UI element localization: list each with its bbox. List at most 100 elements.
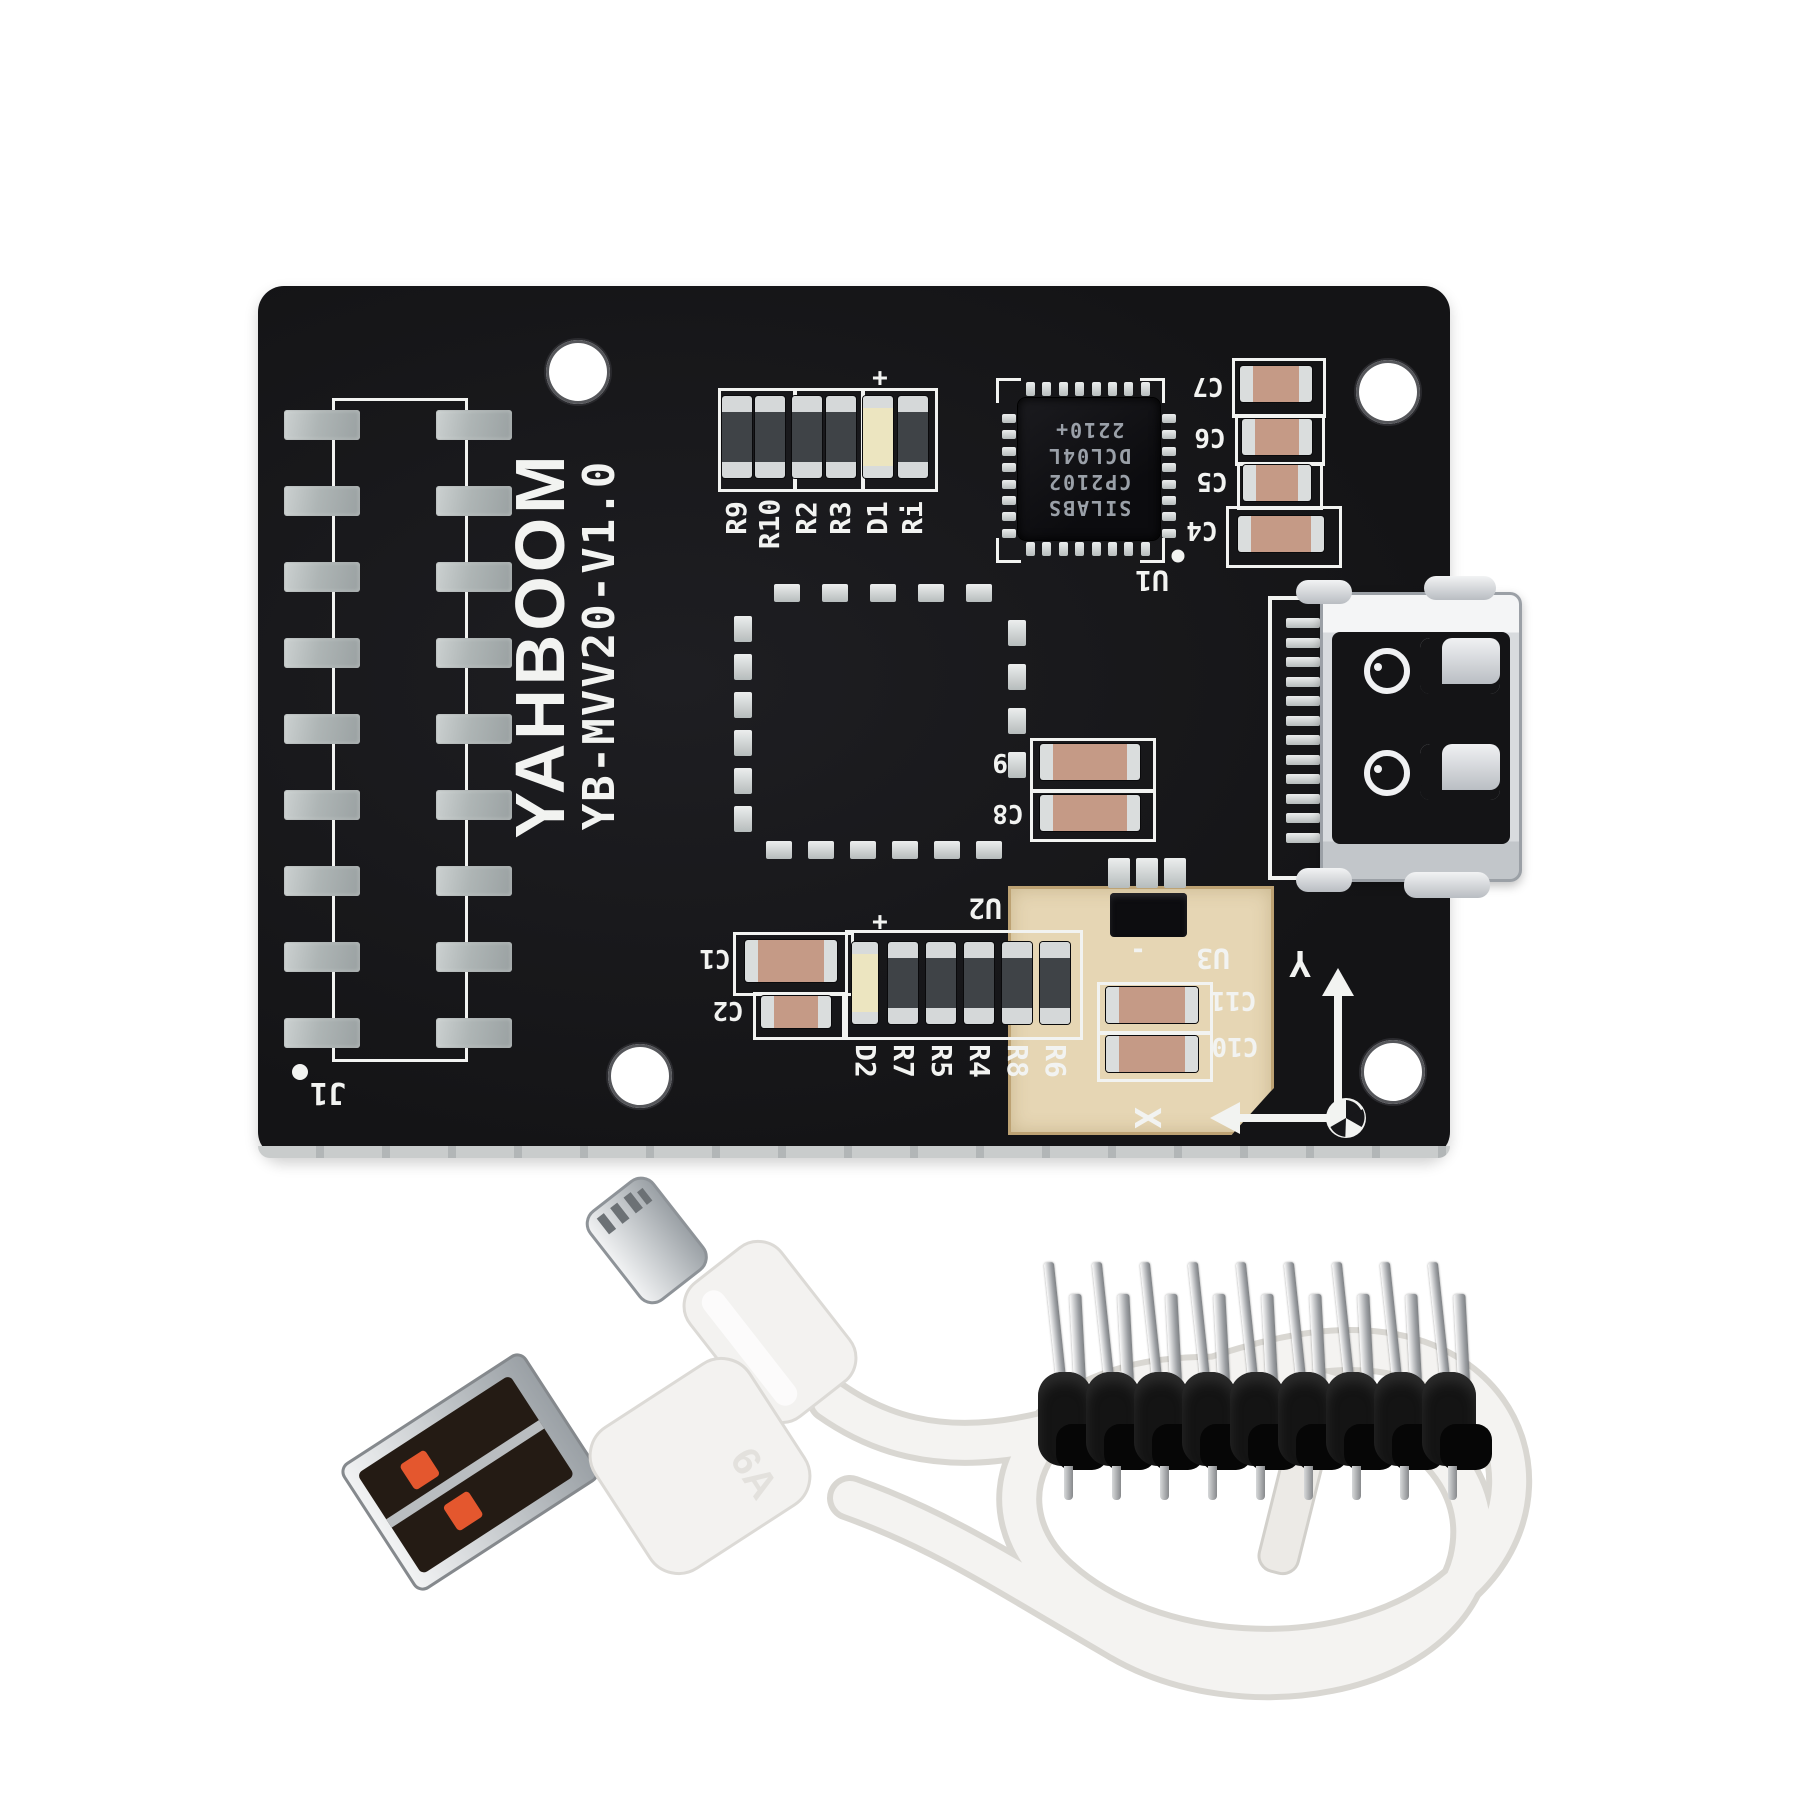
resistor-r7 <box>888 942 918 1024</box>
u2-stub <box>734 730 752 756</box>
label-d1: D1 <box>861 501 894 535</box>
u3-sot23-body <box>1110 893 1187 937</box>
u2-stub <box>734 692 752 718</box>
silkbox-c10 <box>1097 1032 1213 1082</box>
label-c5: C5 <box>1196 466 1228 496</box>
header-pin-tip <box>1160 1466 1169 1500</box>
u2-stub <box>734 654 752 680</box>
u2-stub <box>774 584 800 602</box>
u1-pin <box>1091 382 1101 396</box>
u1-pin <box>1162 479 1176 489</box>
label-r7: R7 <box>887 1044 920 1078</box>
j1-pad <box>436 638 512 668</box>
header-pin-tip <box>1064 1466 1073 1500</box>
u2-stub <box>934 841 960 859</box>
u2-stub <box>734 768 752 794</box>
j1-pad <box>284 486 360 516</box>
resistor-r5 <box>926 942 956 1024</box>
capacitor-c11 <box>1106 987 1198 1023</box>
label-c1: C1 <box>699 943 731 973</box>
u1-pin <box>1002 463 1016 473</box>
u1-pin <box>1058 542 1068 556</box>
label-u1: U1 <box>1135 564 1169 597</box>
j1-pad <box>284 638 360 668</box>
u1-pin <box>1002 512 1016 522</box>
usbc-edge-pin <box>1286 715 1320 726</box>
plus-mark-top: + <box>872 363 888 393</box>
pcb-board: J1 YAHBOOM YB-MVV20-V1.0 + R9 R10 R2 R3 … <box>258 286 1450 1158</box>
u2-stub <box>892 841 918 859</box>
usba-contact-orange <box>443 1491 483 1531</box>
usbc-solder-tab <box>1424 576 1496 600</box>
label-ri: Ri <box>896 501 929 535</box>
u2-stub <box>766 841 792 859</box>
j1-pad <box>284 714 360 744</box>
j1-pad <box>284 866 360 896</box>
u1-pin <box>1124 382 1134 396</box>
j1-pad <box>284 1018 360 1048</box>
u1-pin <box>1108 382 1117 396</box>
u1-pin <box>1075 542 1085 556</box>
label-c7: C7 <box>1192 371 1224 401</box>
u1-pin <box>1002 479 1016 489</box>
header-pin-tip <box>1400 1466 1409 1500</box>
u2-stub <box>1008 708 1026 734</box>
u1-pin <box>1026 382 1035 396</box>
usbc-edge-pin <box>1286 832 1320 843</box>
j1-pad <box>284 410 360 440</box>
header-pin-tip <box>1304 1466 1313 1500</box>
usbc-receptacle <box>1296 576 1522 898</box>
label-c4: C4 <box>1186 515 1218 545</box>
j1-pad <box>436 866 512 896</box>
u1-pin <box>1026 542 1035 556</box>
usba-contact-orange <box>400 1450 440 1490</box>
u3-pad <box>1136 858 1158 888</box>
usbc-solder-tab <box>1296 868 1352 892</box>
label-u2: U2 <box>968 892 1002 925</box>
u2-stub <box>918 584 944 602</box>
usbc-contact-claw <box>1420 744 1500 800</box>
capacitor-c7 <box>1240 366 1312 402</box>
usbc-edge-pin <box>1286 793 1320 804</box>
capacitor-c2 <box>761 996 831 1028</box>
u1-pin <box>1162 512 1176 522</box>
u1-pin <box>1162 414 1176 423</box>
u1-corner-mark <box>1140 538 1165 563</box>
j1-pad <box>284 942 360 972</box>
usbc-solder-tab <box>1296 580 1352 604</box>
label-c2: C2 <box>712 995 744 1025</box>
u1-pin <box>1162 528 1176 538</box>
u2-stub <box>734 616 752 642</box>
header-pin-tip <box>1448 1466 1457 1500</box>
u1-corner-mark <box>996 378 1021 403</box>
usbc-solder-tab <box>1404 872 1490 898</box>
usbc-edge-pin <box>1286 735 1320 745</box>
u1-cp2102-chip: SILABS CP2102 DCL04L 2210+ <box>1018 398 1160 540</box>
usba-plug <box>341 1353 599 1591</box>
led-d2 <box>852 942 878 1024</box>
usbc-edge-pin <box>1286 657 1320 667</box>
u1-pin <box>1002 414 1016 423</box>
label-r2: R2 <box>790 501 823 535</box>
label-r6: R6 <box>1039 1044 1072 1078</box>
resistor-ri <box>898 396 928 478</box>
j1-pad <box>436 410 512 440</box>
header-pin-tip <box>1112 1466 1121 1500</box>
mounting-hole-bottom-right <box>1361 1040 1425 1104</box>
u1-chip-marking: SILABS CP2102 DCL04L 2210+ <box>1046 418 1132 520</box>
led-d1 <box>863 396 893 478</box>
u1-pin <box>1162 496 1176 505</box>
usbc-silkscreen-line <box>1268 596 1310 600</box>
label-r5: R5 <box>925 1044 958 1078</box>
capacitor-c4 <box>1238 516 1324 552</box>
u1-pin <box>1002 430 1016 440</box>
j1-pad <box>436 942 512 972</box>
u1-corner-mark <box>996 538 1021 563</box>
u2-stub <box>870 584 896 602</box>
j1-pin1-dot <box>292 1064 308 1080</box>
header-pin-tip <box>1208 1466 1217 1500</box>
silkbox-c8 <box>1030 790 1156 842</box>
header-pin-tip <box>1256 1466 1265 1500</box>
u2-stub <box>1008 664 1026 690</box>
